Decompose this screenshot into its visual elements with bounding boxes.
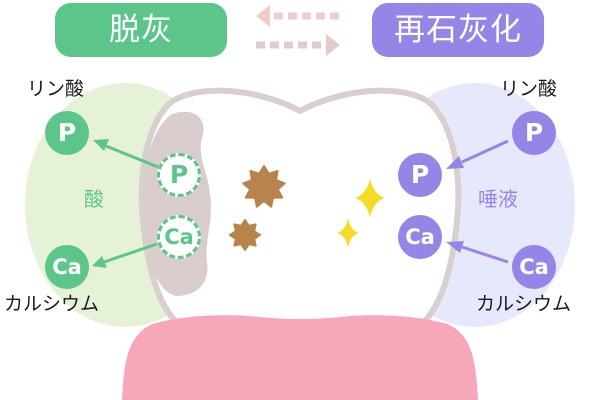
calcium-out-arrow: [103, 242, 158, 264]
calcium-in-arrow: [461, 245, 509, 264]
calcium-out-arrowhead: [92, 256, 107, 268]
stain-star-icon: [229, 219, 261, 251]
phosphate-out-arrow: [105, 144, 159, 169]
arrow-left-head: [256, 5, 270, 27]
arrow-right-head: [326, 34, 340, 56]
leaving-phosphate-circle: P: [157, 153, 201, 197]
right-phosphate-label: リン酸: [500, 78, 558, 100]
entering-phosphate-circle: P: [398, 153, 442, 197]
entering-calcium-circle: Ca: [398, 215, 442, 259]
phosphate-in-arrowhead: [446, 156, 464, 169]
phosphate-out-arrowhead: [93, 139, 109, 151]
demineralization-badge: 脱灰: [55, 3, 227, 57]
left-flow-arrows: [92, 139, 159, 268]
right-phosphate-circle: P: [512, 111, 556, 155]
left-phosphate-circle: P: [45, 111, 89, 155]
right-calcium-circle: Ca: [512, 245, 556, 289]
left-calcium-circle: Ca: [45, 245, 89, 289]
left-calcium-label: カルシウム: [4, 293, 100, 315]
saliva-label: 唾液: [478, 187, 518, 211]
direction-arrows: [256, 5, 340, 56]
demineralization-label: 脱灰: [109, 12, 173, 48]
gum: [122, 315, 478, 400]
stain-star-icon-group: [229, 165, 286, 251]
acid-label: 酸: [84, 187, 104, 211]
left-phosphate-label: リン酸: [27, 78, 85, 100]
right-calcium-label: カルシウム: [476, 293, 572, 315]
remineralization-label: 再石灰化: [394, 12, 522, 48]
leaving-calcium-circle: Ca: [157, 215, 201, 259]
calcium-in-arrowhead: [446, 241, 464, 253]
sparkle-icon: [355, 178, 385, 218]
stain-star-icon: [242, 165, 286, 208]
remineralization-badge: 再石灰化: [372, 3, 544, 57]
right-flow-arrows: [446, 139, 509, 264]
phosphate-in-arrow: [461, 139, 509, 164]
sparkle-icon: [337, 218, 359, 248]
